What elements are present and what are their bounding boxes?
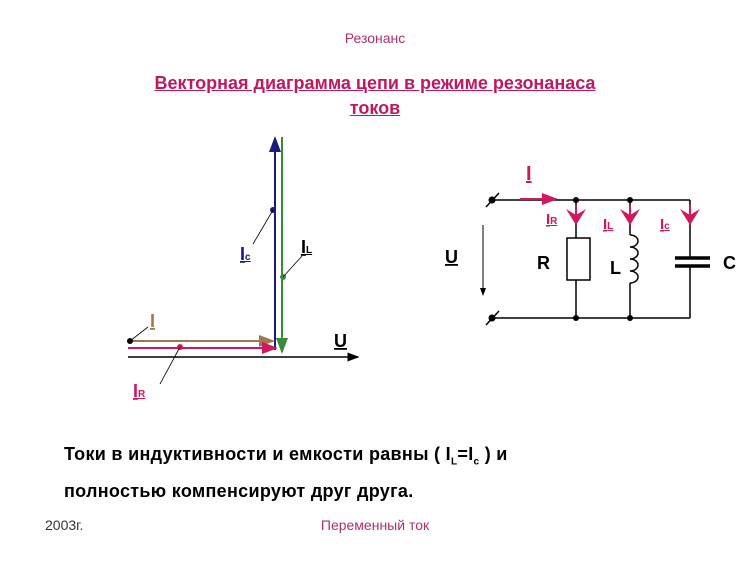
vd-label-ic: Ic	[240, 244, 251, 264]
body-line-1: Токи в индуктивности и емкости равны ( I…	[64, 444, 508, 468]
circuit-label-c: C	[723, 253, 736, 273]
circuit-label-il: IL	[603, 216, 613, 233]
vector-diagram: Ic IL I IR U	[127, 136, 360, 401]
inductor-coil	[629, 234, 639, 284]
circuit-label-l: L	[610, 258, 621, 278]
resistor	[566, 237, 591, 281]
slide-top-label: Резонанс	[344, 30, 406, 46]
circuit-label-i: I	[526, 163, 532, 185]
circuit-diagram	[480, 192, 710, 326]
vd-label-ir: IR	[133, 381, 146, 401]
title-line-2: токов	[349, 98, 401, 118]
vd-label-il: IL	[301, 237, 312, 257]
title-line-1: Векторная диаграмма цепи в режиме резона…	[154, 73, 596, 93]
body-text: Токи в индуктивности и емкости равны ( I…	[64, 440, 688, 505]
circuit-label-u: U	[445, 247, 458, 267]
circuit-label-ic: Ic	[660, 216, 670, 233]
circuit-label-ir: IR	[546, 211, 558, 228]
footer-year: 2003г.	[45, 517, 84, 533]
vd-label-i: I	[150, 311, 155, 331]
circuit-label-r: R	[537, 253, 550, 273]
circuit-labels: I IR IL Ic U R L C	[445, 163, 736, 278]
slide-title: Векторная диаграмма цепи в режиме резона…	[0, 71, 750, 121]
body-line-2: полностью компенсируют друг друга.	[64, 480, 414, 501]
footer-topic: Переменный ток	[320, 517, 430, 533]
vd-label-u: U	[334, 331, 347, 351]
